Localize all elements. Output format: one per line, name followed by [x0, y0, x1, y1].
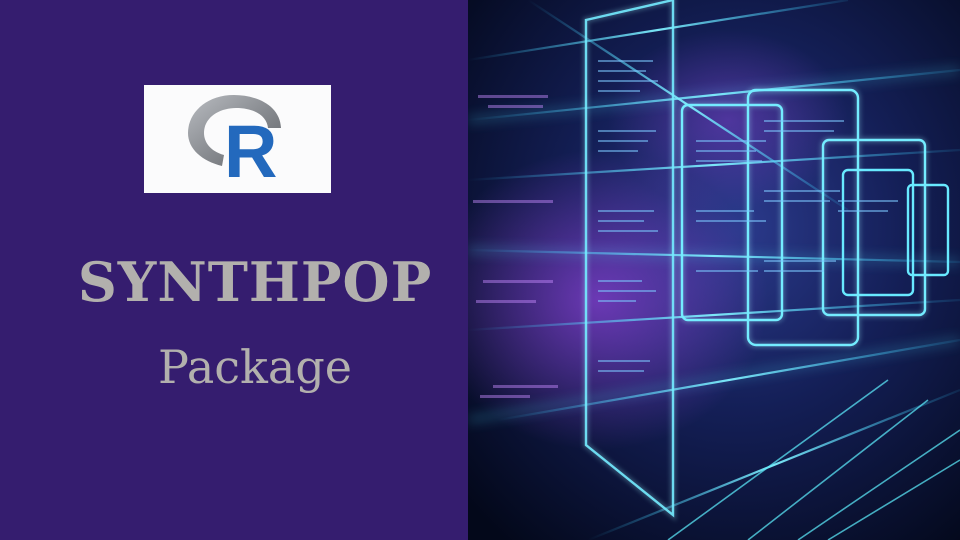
tech-background-image [468, 0, 960, 540]
r-logo-letter: R [224, 110, 277, 193]
slide-subtitle: Package [157, 340, 353, 394]
r-language-logo-icon: R [188, 95, 281, 193]
digital-data-panels-image [468, 0, 960, 540]
slide-title: SYNTHPOP [77, 250, 433, 314]
r-logo: R [144, 85, 331, 193]
left-title-panel: R SYNTHPOP Package [0, 0, 468, 540]
